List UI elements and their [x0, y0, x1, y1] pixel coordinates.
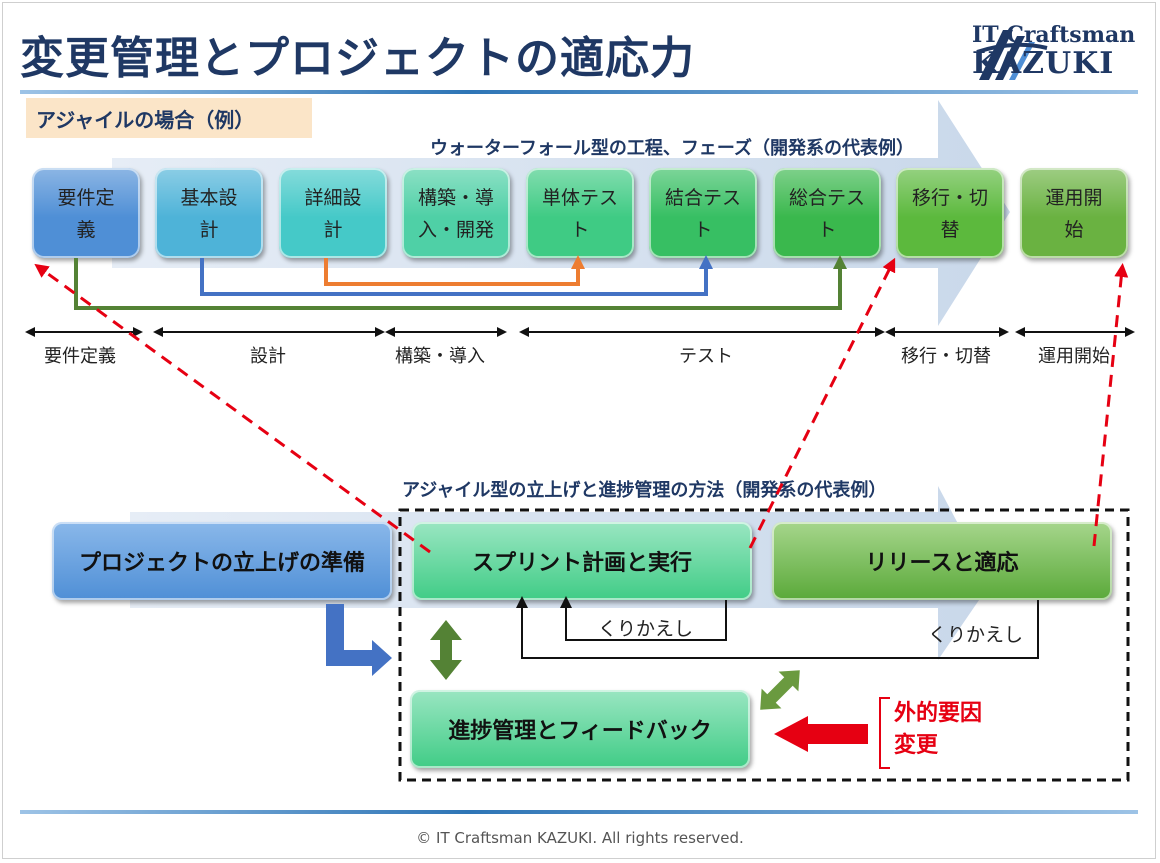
mapping-line-operation	[1092, 263, 1129, 547]
connector-basic-to-integration	[200, 255, 713, 296]
phase-box-integration-test: 結合テスト	[649, 168, 757, 258]
phase-label-line2: ト	[817, 219, 837, 241]
phase-label-line1: 構築・導	[417, 187, 494, 209]
sprint-box: スプリント計画と実行	[412, 522, 752, 600]
loop-label-inner: くりかえし	[598, 618, 694, 640]
phase-label-line1: 要件定	[57, 187, 115, 209]
phase-label-line2: ト	[693, 219, 713, 241]
phase-label-line2: 計	[323, 219, 343, 241]
phase-box-unit-test: 単体テスト	[526, 168, 634, 258]
range-label-build: 構築・導入	[395, 346, 485, 367]
external-factor-line1: 外的要因	[894, 701, 983, 726]
phase-box-detail-design: 詳細設計	[279, 168, 387, 258]
page-title: 変更管理とプロジェクトの適応力	[20, 33, 695, 84]
phase-label-line2: ト	[570, 219, 590, 241]
logo-text-line1: IT Craftsman	[972, 22, 1136, 48]
range-label-migration: 移行・切替	[901, 346, 991, 367]
connector-detail-to-unit	[324, 255, 585, 286]
range-label-design: 設計	[250, 346, 286, 367]
loop-outer-arrowhead	[516, 596, 528, 608]
footer-divider	[20, 810, 1138, 814]
release-progress-double-arrow	[760, 670, 800, 710]
phase-box-system-test: 総合テスト	[773, 168, 881, 258]
phase-box-operation-start: 運用開始	[1020, 168, 1128, 258]
phase-label-line2: 義	[76, 219, 96, 241]
external-factor-label: 外的要因 変更	[894, 698, 982, 762]
phase-label-line2: 替	[940, 219, 960, 241]
phase-label-line1: 単体テス	[541, 187, 618, 209]
phase-label-line1: 基本設	[180, 187, 238, 209]
logo-text-line2: KAZUKI	[972, 46, 1115, 81]
external-factor-bracket	[879, 697, 890, 769]
agile-scope-frame	[398, 508, 1130, 782]
external-factor-line2: 変更	[894, 733, 939, 758]
mapping-line-migration	[748, 257, 896, 549]
range-label-test: テスト	[679, 346, 733, 367]
range-label-requirements: 要件定義	[44, 346, 116, 367]
phase-box-build: 構築・導入・開発	[402, 168, 510, 258]
prepare-box: プロジェクトの立上げの準備	[52, 522, 392, 600]
logo-mark	[976, 30, 1048, 80]
loop-label-outer: くりかえし	[928, 624, 1024, 646]
prepare-to-agile-arrow	[326, 604, 392, 676]
sprint-progress-double-arrow	[430, 620, 462, 680]
phase-box-requirements: 要件定義	[32, 168, 140, 258]
phase-label-line1: 運用開	[1045, 187, 1103, 209]
phase-box-basic-design: 基本設計	[155, 168, 263, 258]
release-box: リリースと適応	[772, 522, 1112, 600]
progress-feedback-box: 進捗管理とフィードバック	[410, 690, 750, 768]
external-factor-arrow	[774, 716, 868, 752]
phase-label-line2: 入・開発	[417, 219, 494, 241]
loop-outer-line	[521, 600, 1039, 659]
range-label-operation: 運用開始	[1038, 346, 1110, 367]
connector-requirements-to-system	[74, 255, 847, 310]
agile-caption: アジャイル型の立上げと進捗管理の方法（開発系の代表例）	[402, 480, 887, 501]
phase-label-line1: 結合テス	[664, 187, 741, 209]
copyright-footer: © IT Craftsman KAZUKI. All rights reserv…	[416, 829, 744, 847]
loop-inner-line	[565, 600, 727, 641]
waterfall-caption: ウォーターフォール型の工程、フェーズ（開発系の代表例）	[430, 138, 915, 159]
phase-box-migration: 移行・切替	[896, 168, 1004, 258]
loop-inner-arrowhead	[560, 596, 572, 608]
subtitle-box: アジャイルの場合（例）	[26, 98, 312, 138]
title-divider	[20, 90, 1138, 94]
phase-label-line2: 計	[199, 219, 219, 241]
phase-label-line1: 移行・切	[911, 187, 988, 209]
phase-label-line1: 詳細設	[304, 187, 362, 209]
phase-label-line1: 総合テス	[788, 187, 865, 209]
phase-label-line2: 始	[1064, 219, 1084, 241]
mapping-line-requirements	[34, 263, 431, 554]
